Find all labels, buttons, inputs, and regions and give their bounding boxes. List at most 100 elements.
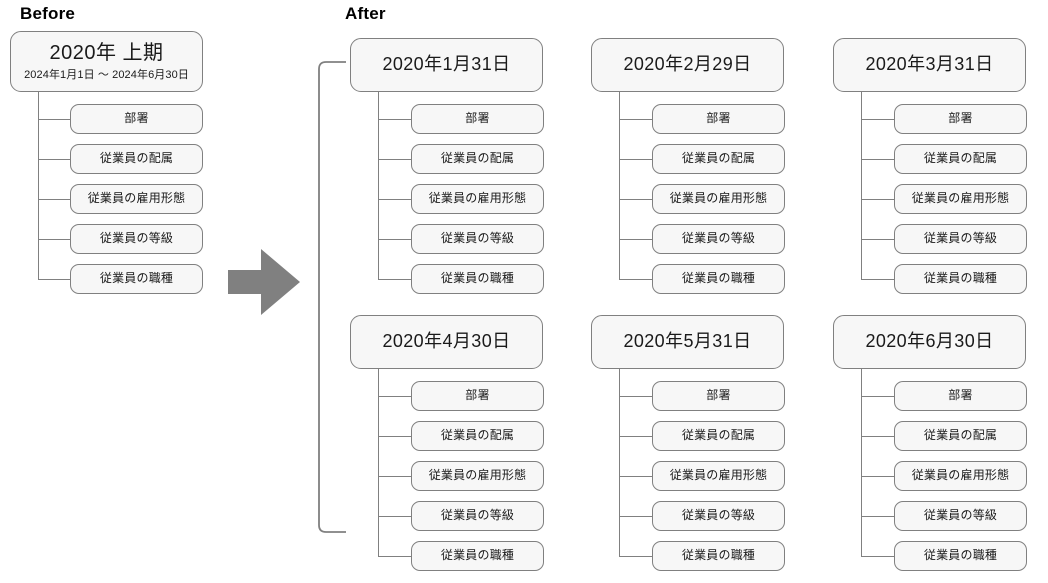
after-leaf-node[interactable]: 従業員の配属 — [652, 421, 785, 451]
after-leaf-node[interactable]: 従業員の配属 — [894, 144, 1027, 174]
after-leaf-node[interactable]: 部署 — [411, 381, 544, 411]
after-leaf-node[interactable]: 従業員の雇用形態 — [894, 184, 1027, 214]
before-leaf-node[interactable]: 従業員の等級 — [70, 224, 203, 254]
after-card-title: 2020年3月31日 — [865, 54, 994, 75]
after-leaf-node[interactable]: 従業員の等級 — [652, 224, 785, 254]
after-leaf-label: 従業員の雇用形態 — [428, 191, 527, 206]
before-branch-3 — [38, 199, 71, 200]
after-leaf-label: 従業員の職種 — [923, 271, 998, 286]
after-branch — [619, 476, 652, 477]
after-leaf-node[interactable]: 従業員の職種 — [652, 264, 785, 294]
after-card-header[interactable]: 2020年6月30日 — [833, 315, 1026, 369]
after-card-header[interactable]: 2020年5月31日 — [591, 315, 784, 369]
after-branch — [619, 556, 652, 557]
after-branch — [619, 239, 652, 240]
after-leaf-node[interactable]: 従業員の雇用形態 — [652, 461, 785, 491]
after-branch — [619, 436, 652, 437]
before-root-subtitle: 2024年1月1日 〜 2024年6月30日 — [24, 68, 189, 81]
after-card-header[interactable]: 2020年1月31日 — [350, 38, 543, 92]
after-connector-stem — [378, 369, 379, 557]
before-leaf-node[interactable]: 部署 — [70, 104, 203, 134]
after-leaf-label: 部署 — [465, 388, 490, 403]
before-leaf-node[interactable]: 従業員の配属 — [70, 144, 203, 174]
after-leaf-node[interactable]: 従業員の配属 — [411, 421, 544, 451]
after-leaf-label: 従業員の配属 — [681, 428, 756, 443]
after-leaf-label: 従業員の雇用形態 — [669, 191, 768, 206]
after-leaf-node[interactable]: 従業員の等級 — [652, 501, 785, 531]
after-branch — [861, 476, 894, 477]
after-card-title: 2020年4月30日 — [382, 331, 511, 352]
after-branch — [861, 516, 894, 517]
after-branch — [619, 279, 652, 280]
right-arrow-icon — [228, 249, 300, 315]
before-root-node[interactable]: 2020年 上期 2024年1月1日 〜 2024年6月30日 — [10, 31, 203, 92]
after-leaf-node[interactable]: 部署 — [411, 104, 544, 134]
after-leaf-node[interactable]: 従業員の配属 — [411, 144, 544, 174]
after-leaf-label: 部署 — [948, 111, 973, 126]
after-branch — [378, 199, 411, 200]
before-branch-5 — [38, 279, 71, 280]
after-leaf-label: 従業員の職種 — [440, 271, 515, 286]
after-leaf-node[interactable]: 従業員の等級 — [894, 501, 1027, 531]
after-card-header[interactable]: 2020年3月31日 — [833, 38, 1026, 92]
after-leaf-node[interactable]: 部署 — [652, 104, 785, 134]
after-leaf-label: 従業員の等級 — [681, 231, 756, 246]
before-branch-2 — [38, 159, 71, 160]
after-leaf-node[interactable]: 従業員の等級 — [894, 224, 1027, 254]
before-leaf-node[interactable]: 従業員の雇用形態 — [70, 184, 203, 214]
after-leaf-node[interactable]: 従業員の職種 — [894, 541, 1027, 571]
after-card-header[interactable]: 2020年2月29日 — [591, 38, 784, 92]
after-leaf-node[interactable]: 部署 — [894, 381, 1027, 411]
after-leaf-label: 従業員の配属 — [440, 428, 515, 443]
after-leaf-label: 部署 — [706, 111, 731, 126]
after-leaf-label: 従業員の職種 — [681, 548, 756, 563]
after-leaf-node[interactable]: 部署 — [652, 381, 785, 411]
after-leaf-node[interactable]: 従業員の雇用形態 — [652, 184, 785, 214]
before-leaf-label: 従業員の配属 — [99, 151, 174, 166]
after-leaf-label: 従業員の雇用形態 — [428, 468, 527, 483]
after-leaf-label: 部署 — [948, 388, 973, 403]
before-leaf-node[interactable]: 従業員の職種 — [70, 264, 203, 294]
after-branch — [861, 436, 894, 437]
before-leaf-label: 従業員の雇用形態 — [87, 191, 186, 206]
after-branch — [619, 396, 652, 397]
after-leaf-node[interactable]: 部署 — [894, 104, 1027, 134]
before-leaf-label: 部署 — [124, 111, 149, 126]
after-leaf-node[interactable]: 従業員の等級 — [411, 224, 544, 254]
after-leaf-node[interactable]: 従業員の配属 — [894, 421, 1027, 451]
after-leaf-node[interactable]: 従業員の雇用形態 — [894, 461, 1027, 491]
after-leaf-node[interactable]: 従業員の等級 — [411, 501, 544, 531]
after-branch — [861, 199, 894, 200]
after-leaf-label: 従業員の職種 — [681, 271, 756, 286]
after-leaf-node[interactable]: 従業員の雇用形態 — [411, 184, 544, 214]
before-branch-4 — [38, 239, 71, 240]
after-leaf-node[interactable]: 従業員の配属 — [652, 144, 785, 174]
after-branch — [619, 159, 652, 160]
after-branch — [378, 396, 411, 397]
after-connector-stem — [619, 369, 620, 557]
group-bracket-icon — [314, 60, 348, 534]
after-leaf-node[interactable]: 従業員の職種 — [894, 264, 1027, 294]
after-leaf-node[interactable]: 従業員の職種 — [411, 541, 544, 571]
after-branch — [619, 199, 652, 200]
before-section-heading: Before — [20, 4, 76, 23]
after-leaf-label: 従業員の等級 — [440, 508, 515, 523]
after-leaf-label: 従業員の雇用形態 — [911, 468, 1010, 483]
after-leaf-label: 従業員の配属 — [923, 428, 998, 443]
after-branch — [378, 516, 411, 517]
after-branch — [378, 279, 411, 280]
before-leaf-label: 従業員の職種 — [99, 271, 174, 286]
before-root-title: 2020年 上期 — [49, 41, 164, 64]
after-card-header[interactable]: 2020年4月30日 — [350, 315, 543, 369]
after-leaf-node[interactable]: 従業員の職種 — [411, 264, 544, 294]
after-connector-stem — [861, 92, 862, 280]
after-leaf-node[interactable]: 従業員の職種 — [652, 541, 785, 571]
before-leaf-label: 従業員の等級 — [99, 231, 174, 246]
after-connector-stem — [861, 369, 862, 557]
after-branch — [378, 436, 411, 437]
after-leaf-node[interactable]: 従業員の雇用形態 — [411, 461, 544, 491]
after-branch — [619, 516, 652, 517]
after-branch — [861, 119, 894, 120]
after-leaf-label: 従業員の職種 — [440, 548, 515, 563]
after-section-heading: After — [345, 4, 386, 23]
